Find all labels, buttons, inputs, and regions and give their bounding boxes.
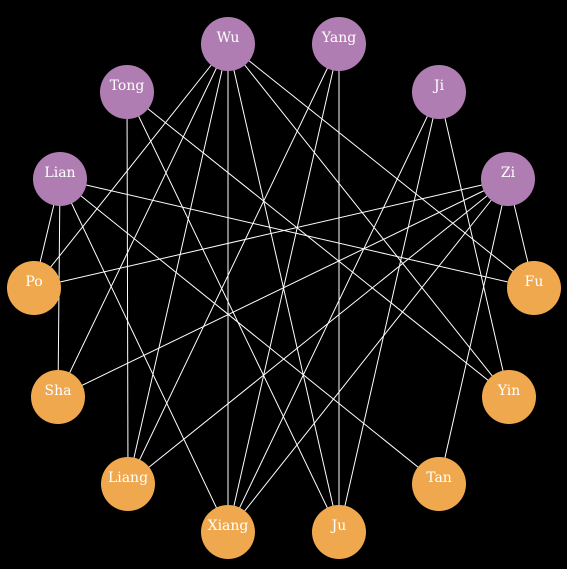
node-circle-tong <box>100 65 154 119</box>
node-circle-yin <box>482 370 536 424</box>
node-label-lian: Lian <box>44 165 75 181</box>
edge-lian-fu <box>59 178 535 289</box>
node-label-wu: Wu <box>217 30 240 46</box>
node-label-tan: Tan <box>426 470 452 486</box>
node-label-sha: Sha <box>45 383 72 399</box>
node-yang: Yang <box>312 17 366 71</box>
node-po: Po <box>7 261 61 315</box>
node-circle-po <box>7 261 61 315</box>
node-sha: Sha <box>31 370 85 424</box>
node-circle-liang <box>101 457 155 511</box>
node-circle-zi <box>481 152 535 206</box>
node-zi: Zi <box>481 152 535 206</box>
node-circle-fu <box>507 261 561 315</box>
node-xiang: Xiang <box>201 505 255 559</box>
node-label-fu: Fu <box>525 274 544 290</box>
node-label-liang: Liang <box>108 470 148 486</box>
edge-wu-sha <box>57 43 229 398</box>
node-circle-lian <box>33 152 87 206</box>
node-label-zi: Zi <box>501 165 516 181</box>
node-circle-xiang <box>201 505 255 559</box>
edge-tong-yin <box>126 91 510 398</box>
node-liang: Liang <box>101 457 155 511</box>
node-ji: Ji <box>412 65 466 119</box>
node-circle-ju <box>312 505 366 559</box>
node-circle-tan <box>412 457 466 511</box>
edge-ji-yin <box>438 91 510 398</box>
node-label-xiang: Xiang <box>208 518 249 534</box>
node-wu: Wu <box>201 17 255 71</box>
edge-wu-yin <box>227 43 510 398</box>
edge-lian-tan <box>59 178 440 485</box>
edge-wu-po <box>33 43 229 289</box>
edge-wu-fu <box>227 43 535 289</box>
edge-zi-liang <box>127 178 509 485</box>
node-yin: Yin <box>482 370 536 424</box>
edge-zi-tan <box>438 178 509 485</box>
node-circle-wu <box>201 17 255 71</box>
node-label-ju: Ju <box>330 518 347 534</box>
edge-zi-sha <box>57 178 509 398</box>
edge-ji-xiang <box>227 91 440 533</box>
edge-zi-xiang <box>227 178 509 533</box>
node-label-po: Po <box>25 274 42 290</box>
node-label-yang: Yang <box>321 30 357 46</box>
node-ju: Ju <box>312 505 366 559</box>
node-circle-yang <box>312 17 366 71</box>
node-label-tong: Tong <box>110 78 145 94</box>
node-tong: Tong <box>100 65 154 119</box>
edge-tong-liang <box>126 91 129 485</box>
node-label-yin: Yin <box>497 383 521 399</box>
node-lian: Lian <box>33 152 87 206</box>
edge-wu-liang <box>127 43 229 485</box>
edge-yang-liang <box>127 43 340 485</box>
node-fu: Fu <box>507 261 561 315</box>
node-circle-ji <box>412 65 466 119</box>
edge-ji-ju <box>338 91 440 533</box>
node-circle-sha <box>31 370 85 424</box>
node-label-ji: Ji <box>432 78 445 94</box>
edge-zi-po <box>33 178 509 289</box>
node-tan: Tan <box>412 457 466 511</box>
